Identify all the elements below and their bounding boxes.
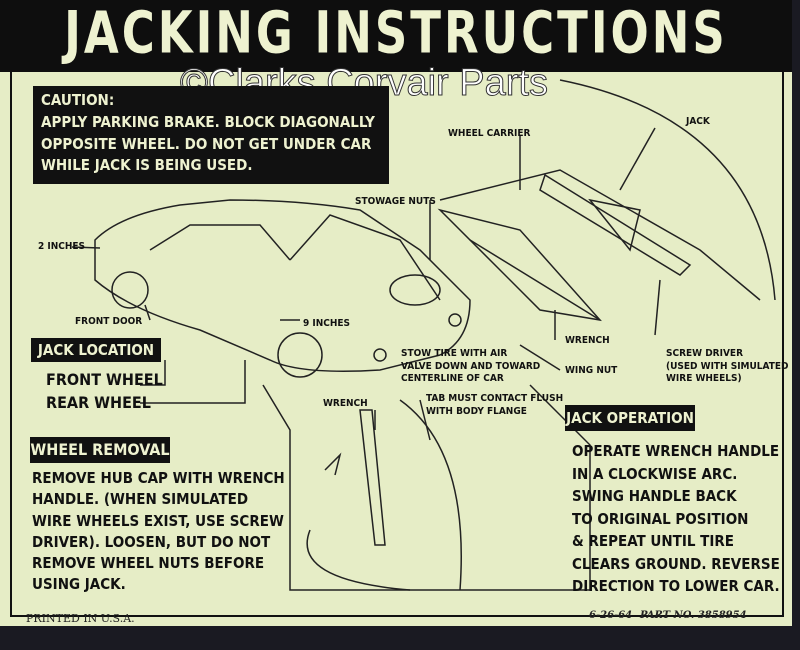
caution-heading: CAUTION: <box>41 91 115 109</box>
label-wing-nut: WING NUT <box>565 365 618 376</box>
text-line: IN A CLOCKWISE ARC. <box>572 464 738 483</box>
jack-location-heading: JACK LOCATION <box>31 338 161 362</box>
label-wrench: WRENCH <box>565 335 610 346</box>
text-line: USING JACK. <box>32 575 126 594</box>
text-line: & REPEAT UNTIL TIRE <box>572 532 734 550</box>
jack-detail-inset <box>262 384 591 591</box>
caution-line: OPPOSITE WHEEL. DO NOT GET UNDER CAR <box>41 134 372 153</box>
caution-line: APPLY PARKING BRAKE. BLOCK DIAGONALLY <box>41 112 375 131</box>
label-jack: JACK <box>686 116 710 127</box>
label-inset-wrench: WRENCH <box>323 398 368 409</box>
caution-box: CAUTION: APPLY PARKING BRAKE. BLOCK DIAG… <box>33 86 389 184</box>
printed-in-usa: PRINTED IN U.S.A. <box>26 612 135 625</box>
part-number: PART NO. 3858954 <box>640 610 747 621</box>
wheel-removal-heading: WHEEL REMOVAL <box>30 437 170 463</box>
label-9-inches: 9 INCHES <box>303 318 351 329</box>
label-stowage-nuts: STOWAGE NUTS <box>355 196 436 207</box>
text-line: WIRE WHEELS EXIST, USE SCREW <box>32 511 284 530</box>
text-line: REMOVE HUB CAP WITH WRENCH <box>32 469 285 487</box>
print-date: 6-26-64 <box>589 610 633 621</box>
jack-operation-heading: JACK OPERATION <box>565 405 695 431</box>
page-title: JACKING INSTRUCTIONS <box>64 0 728 67</box>
text-line: REMOVE WHEEL NUTS BEFORE <box>32 554 265 573</box>
car-illustration <box>94 199 471 378</box>
text-line: TO ORIGINAL POSITION <box>572 509 749 528</box>
text-line: CLEARS GROUND. REVERSE <box>572 554 780 573</box>
jack-operation-text: OPERATE WRENCH HANDLE IN A CLOCKWISE ARC… <box>572 440 780 598</box>
text-line: SWING HANDLE BACK <box>572 487 737 505</box>
jack-location-rear-wheel: REAR WHEEL <box>46 393 151 412</box>
leader-lines <box>71 127 661 441</box>
text-line: DIRECTION TO LOWER CAR. <box>572 577 780 595</box>
label-front-door: FRONT DOOR <box>75 316 143 327</box>
wheel-removal-text: REMOVE HUB CAP WITH WRENCH HANDLE. (WHEN… <box>32 468 285 596</box>
label-wheel-carrier: WHEEL CARRIER <box>448 128 531 139</box>
label-tab: TAB MUST CONTACT FLUSH WITH BODY FLANGE <box>426 393 564 417</box>
title-bar: JACKING INSTRUCTIONS <box>0 0 792 72</box>
jack-location-front-wheel: FRONT WHEEL <box>46 370 163 389</box>
label-screw-driver: SCREW DRIVER (USED WITH SIMULATED WIRE W… <box>666 348 789 384</box>
text-line: HANDLE. (WHEN SIMULATED <box>32 490 249 509</box>
jack-compartment <box>437 79 776 322</box>
label-2-inches: 2 INCHES <box>38 241 86 252</box>
text-line: DRIVER). LOOSEN, BUT DO NOT <box>32 532 271 551</box>
illustration <box>71 79 776 591</box>
text-line: OPERATE WRENCH HANDLE <box>572 442 780 460</box>
caution-line: WHILE JACK IS BEING USED. <box>41 156 253 175</box>
label-stow-tire: STOW TIRE WITH AIR VALVE DOWN AND TOWARD… <box>401 348 541 384</box>
jacking-instructions-decal: JACKING INSTRUCTIONS ©Clarks Corvair Par… <box>0 0 792 626</box>
